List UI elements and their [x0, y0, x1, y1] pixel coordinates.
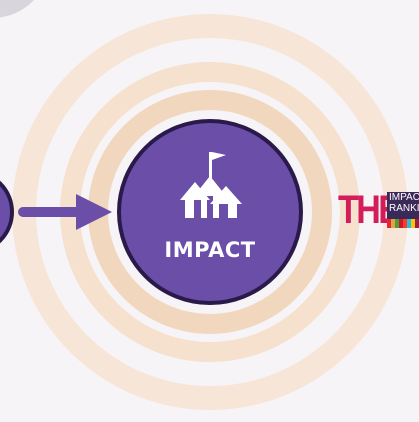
previous-node-partial[interactable] — [0, 172, 14, 252]
climbing-arrows-flag-icon — [180, 152, 242, 218]
impact-node[interactable] — [117, 119, 303, 305]
the-logo-stripe — [395, 219, 399, 228]
the-logo-badge: IMPACT RANKI — [387, 192, 419, 228]
the-logo-stripe — [391, 219, 395, 228]
arrow-right-icon — [18, 194, 112, 230]
the-logo-stripe — [415, 219, 419, 228]
the-logo-line1: IMPACT — [389, 192, 419, 203]
upper-left-partial-circle — [0, 0, 34, 18]
impact-node-label: IMPACT — [164, 238, 256, 262]
the-logo-stripe — [411, 219, 415, 228]
the-logo-stripe — [387, 219, 391, 228]
the-logo-line2: RANKI — [389, 203, 419, 214]
the-logo-stripe — [403, 219, 407, 228]
the-logo-stripe — [399, 219, 403, 228]
the-logo-stripes — [387, 219, 419, 228]
the-logo-stripe — [407, 219, 411, 228]
